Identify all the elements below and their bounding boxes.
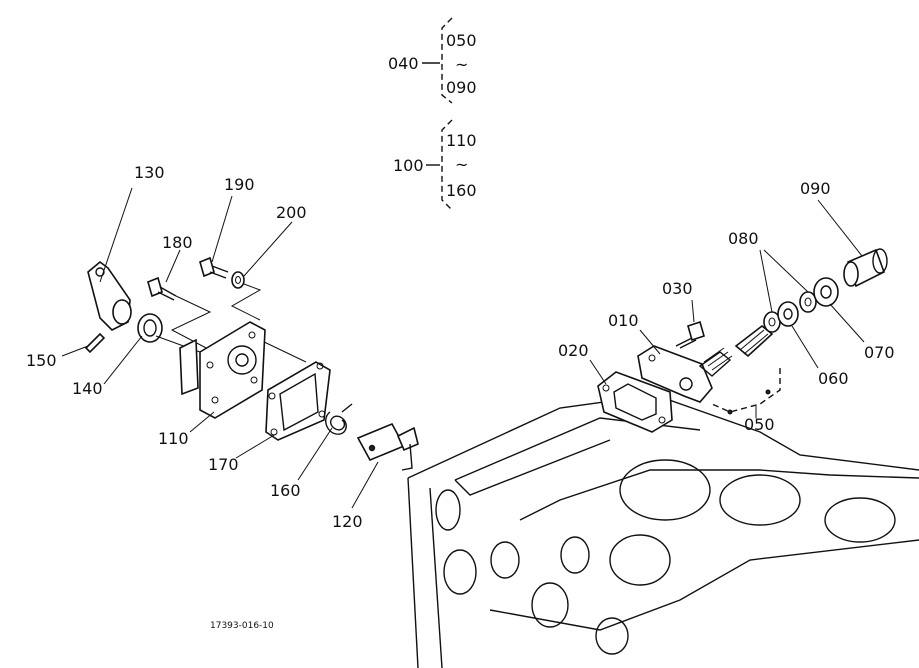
group-100-ref-label: 100 (393, 156, 424, 175)
callout-160: 160 (270, 481, 301, 500)
group-100-from-label: 110 (446, 131, 477, 150)
callout-080: 080 (728, 229, 759, 248)
group-bracket-050 (711, 368, 781, 415)
part-080-washers (763, 291, 817, 333)
callout-120: 120 (332, 512, 363, 531)
callout-110: 110 (158, 429, 189, 448)
part-110-housing (179, 321, 266, 419)
part-160-spring (325, 403, 353, 435)
callout-070: 070 (864, 343, 895, 362)
leader-lines (61, 187, 865, 509)
group-040-tilde: ~ (455, 55, 468, 74)
part-010-plate (637, 345, 713, 403)
callout-140: 140 (72, 379, 103, 398)
callout-200: 200 (276, 203, 307, 222)
callout-030: 030 (662, 279, 693, 298)
callout-190: 190 (224, 175, 255, 194)
group-100-tilde: ~ (455, 155, 468, 174)
part-060-nut (777, 301, 799, 327)
part-150-pin (84, 332, 106, 354)
part-170-gasket (265, 361, 331, 441)
part-stud-spring (698, 324, 774, 377)
part-090-cap (843, 248, 888, 288)
part-140-seal (137, 313, 163, 343)
group-040-from-label: 050 (446, 31, 477, 50)
callout-labels: 130 190 180 200 150 140 110 170 160 120 … (26, 163, 895, 531)
part-180-bolt (147, 276, 177, 301)
cylinder-head-block (407, 394, 919, 668)
part-200-washer (231, 271, 245, 289)
group-bracket-100: 100 110 ~ 160 (393, 119, 477, 211)
callout-010: 010 (608, 311, 639, 330)
group-100-to-label: 160 (446, 181, 477, 200)
part-130-lever (87, 260, 132, 331)
callout-170: 170 (208, 455, 239, 474)
callout-150: 150 (26, 351, 57, 370)
callout-050: 050 (744, 415, 775, 434)
group-bracket-040: 040 050 ~ 090 (388, 17, 477, 104)
part-190-bolt (199, 256, 229, 279)
group-040-to-label: 090 (446, 78, 477, 97)
callout-060: 060 (818, 369, 849, 388)
group-040-ref-label: 040 (388, 54, 419, 73)
callout-020: 020 (558, 341, 589, 360)
callout-130: 130 (134, 163, 165, 182)
part-070-nut (813, 277, 839, 307)
callout-090: 090 (800, 179, 831, 198)
part-120-shaft (356, 422, 419, 471)
part-030-bolt (675, 320, 705, 349)
part-020-gasket (597, 371, 673, 433)
drawing-code: 17393-016-10 (210, 621, 274, 631)
callout-180: 180 (162, 233, 193, 252)
